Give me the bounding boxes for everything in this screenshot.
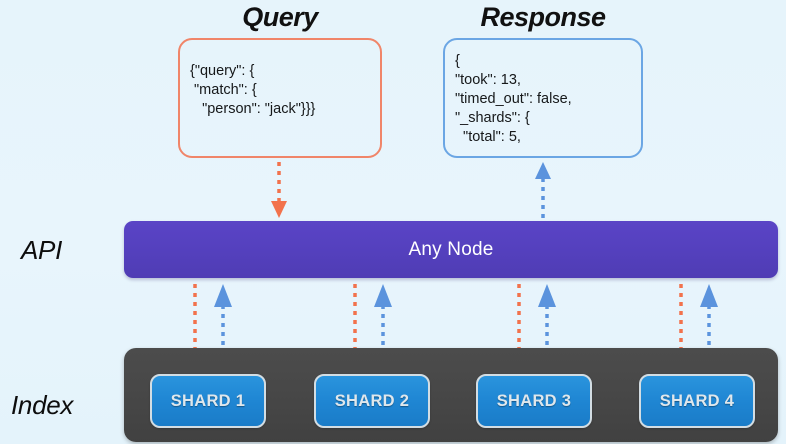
response-title: Response [480, 2, 606, 32]
shard-label: SHARD 2 [334, 391, 410, 410]
response-json-box: { "took": 13, "timed_out": false, "_shar… [443, 38, 643, 158]
response-json-line: "took": 13, [455, 72, 521, 88]
query-json-line: "match": { [190, 82, 257, 98]
response-json-line: "timed_out": false, [455, 91, 572, 107]
index-container: SHARD 1 SHARD 2 SHARD 3 SHARD 4 [124, 348, 778, 442]
any-node-label: Any Node [408, 238, 494, 260]
query-json-box: {"query": { "match": { "person": "jack"}… [178, 38, 382, 158]
shard-label: SHARD 4 [659, 391, 735, 410]
response-json-line: "_shards": { [455, 110, 530, 126]
any-node-bar[interactable]: Any Node [124, 221, 778, 278]
response-json-line: "total": 5, [455, 129, 521, 145]
shard-label: SHARD 1 [170, 391, 246, 410]
shard-box-2[interactable]: SHARD 2 [314, 374, 430, 428]
shard-label: SHARD 3 [496, 391, 572, 410]
query-title: Query [242, 2, 318, 32]
api-row-label: API [21, 235, 63, 265]
query-to-node-arrow-icon [268, 160, 290, 220]
shard-box-1[interactable]: SHARD 1 [150, 374, 266, 428]
index-row-label: Index [11, 390, 74, 420]
shard-box-4[interactable]: SHARD 4 [639, 374, 755, 428]
node-to-response-arrow-icon [532, 160, 554, 220]
response-json-line: { [455, 53, 460, 69]
query-json-line: "person": "jack"}}} [190, 101, 316, 117]
shard-box-3[interactable]: SHARD 3 [476, 374, 592, 428]
query-json-line: {"query": { [190, 63, 255, 79]
